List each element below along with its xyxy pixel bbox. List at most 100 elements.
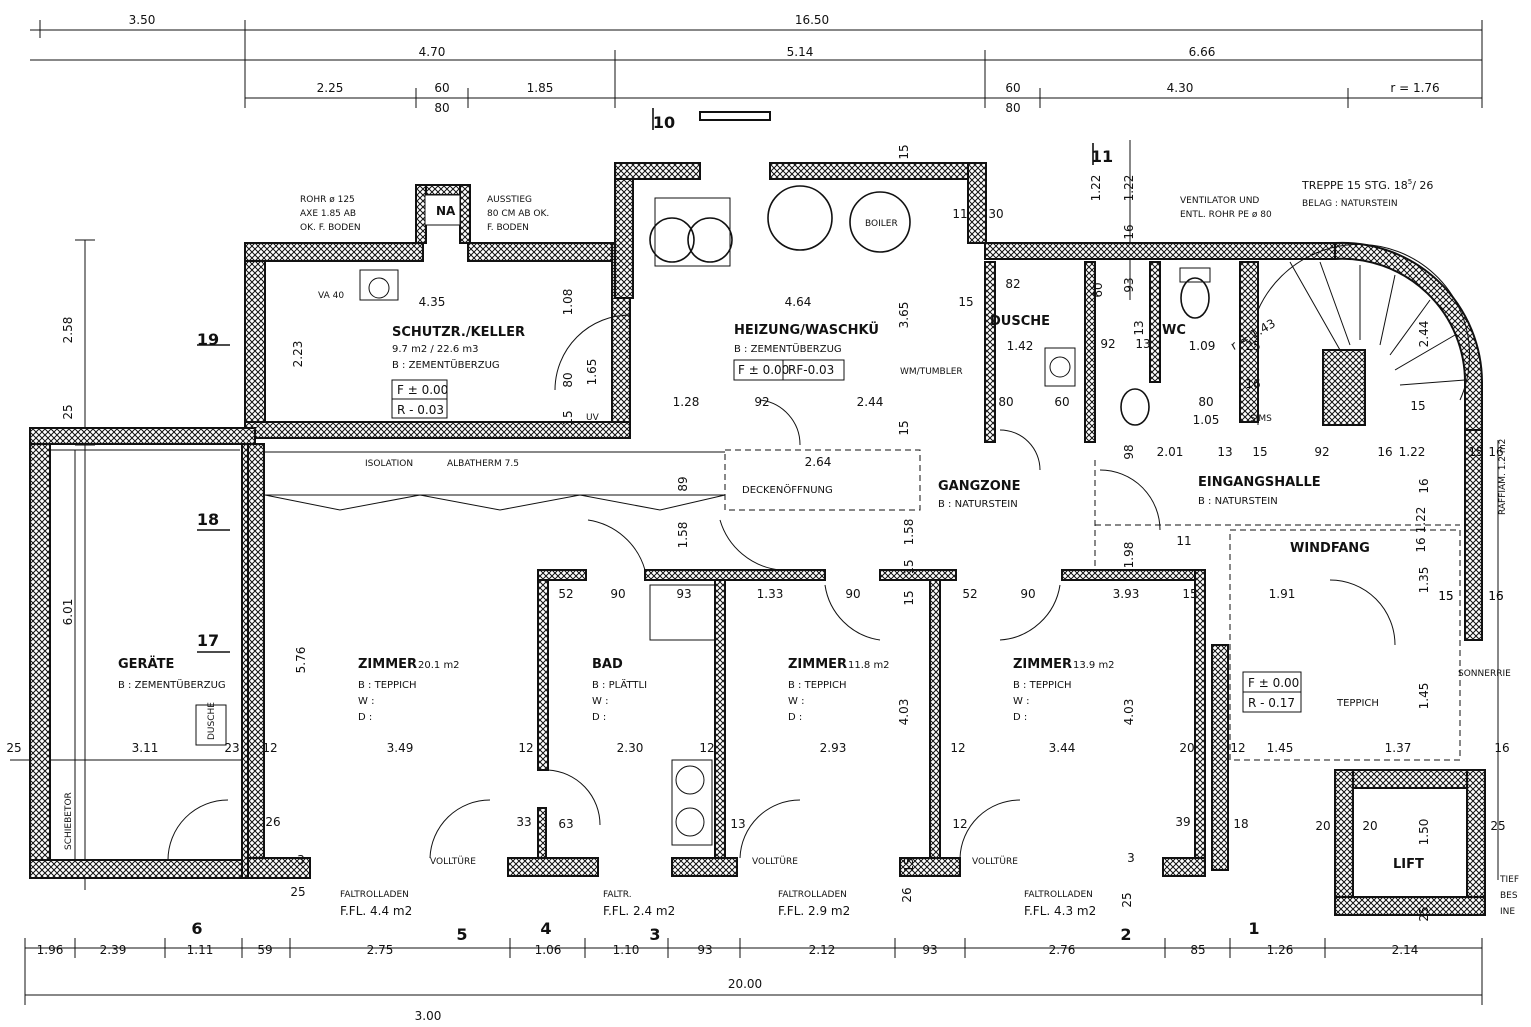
- room-eingangshalle-name: EINGANGSHALLE: [1198, 475, 1321, 490]
- inner-dim-label-60: 90: [1020, 587, 1035, 601]
- room-bad-name: BAD: [592, 657, 623, 672]
- note-ventilator-2: ENTL. ROHR PE ø 80: [1180, 210, 1272, 220]
- inner-dim-label-83: 16: [1494, 741, 1509, 755]
- inner-dim-label-31: 92: [1314, 445, 1329, 459]
- inner-dim-label-70: 23: [224, 741, 239, 755]
- inner-dim-label-74: 2.30: [617, 741, 644, 755]
- axis-18: 18: [197, 510, 219, 529]
- room-windfang-level2: R - 0.17: [1248, 696, 1295, 710]
- axis-3: 3: [649, 925, 660, 944]
- inner-dim-label-80: 12: [1230, 741, 1245, 755]
- note-deckenoeffnung: DECKENÖFFNUNG: [742, 483, 833, 496]
- room-geraete-floor: B : ZEMENTÜBERZUG: [118, 678, 226, 691]
- inner-dim-label-59: 52: [962, 587, 977, 601]
- room-zimmer1-name: ZIMMER: [358, 657, 417, 672]
- inner-dim-label-88: 13: [730, 817, 745, 831]
- room-zimmer1-w: W :: [358, 696, 374, 707]
- left-dimension-lines: [10, 140, 1499, 890]
- inner-dim-label-13: 1.42: [1007, 339, 1034, 353]
- inner-dim-label-45: 1.58: [902, 519, 916, 546]
- top-dimension-lines: [30, 20, 1483, 108]
- inner-dim-label-10: 11: [952, 207, 967, 221]
- inner-dim-label-58: 15: [902, 590, 916, 605]
- note-rohr-3: OK. F. BODEN: [300, 223, 361, 233]
- dim-top-6-66: 6.66: [1189, 45, 1216, 59]
- room-zimmer3-area: 13.9 m2: [1073, 660, 1115, 671]
- note-ffl-3: F.FL. 2.9 m2: [778, 904, 850, 918]
- dim-left-25a: 25: [61, 404, 75, 419]
- inner-dim-label-12: 82: [1005, 277, 1020, 291]
- inner-dim-label-19: 16: [1122, 224, 1136, 239]
- note-ffl-4: F.FL. 4.3 m2: [1024, 904, 1096, 918]
- inner-dim-label-18: 1.22: [1122, 175, 1136, 202]
- room-windfang-level1: F ± 0.00: [1248, 676, 1299, 690]
- inner-dim-label-22: 92: [1100, 337, 1115, 351]
- inner-dim-label-94: 20: [1362, 819, 1377, 833]
- inner-dim-label-71: 12: [262, 741, 277, 755]
- note-tief-3: INE: [1500, 907, 1515, 917]
- inner-dim-label-7: 3.65: [897, 302, 911, 329]
- inner-dim-label-51: 16: [1488, 589, 1503, 603]
- axis-11: 11: [1091, 147, 1113, 166]
- inner-dim-label-38: 1.28: [673, 395, 700, 409]
- inner-dim-label-9: 15: [958, 295, 973, 309]
- note-vollture-3: VOLLTÜRE: [972, 856, 1018, 867]
- room-zimmer2-name: ZIMMER: [788, 657, 847, 672]
- inner-dim-label-35: 1.22: [1414, 507, 1428, 534]
- inner-dim-label-52: 1.45: [1417, 683, 1431, 710]
- dim-top-5-14: 5.14: [787, 45, 814, 59]
- dim-bottom-14: 2.14: [1392, 943, 1419, 957]
- inner-dim-label-82: 1.37: [1385, 741, 1412, 755]
- inner-dim-label-73: 12: [518, 741, 533, 755]
- room-heizung-floor: B : ZEMENTÜBERZUG: [734, 342, 842, 355]
- inner-dim-label-104: 15: [1468, 445, 1483, 459]
- note-ventilator-1: VENTILATOR UND: [1180, 196, 1259, 206]
- dim-bottom-7: 1.10: [613, 943, 640, 957]
- dim-top-1-85: 1.85: [527, 81, 554, 95]
- inner-dim-label-64: 15: [1438, 589, 1453, 603]
- inner-dim-label-87: 63: [558, 817, 573, 831]
- room-gangzone-floor: B : NATURSTEIN: [938, 499, 1018, 510]
- inner-dim-label-43: 89: [676, 476, 690, 491]
- annotation-notes: ROHR ø 125 AXE 1.85 AB OK. F. BODEN NA A…: [300, 178, 1519, 918]
- room-windfang-name: WINDFANG: [1290, 541, 1370, 556]
- note-vollture-2: VOLLTÜRE: [752, 856, 798, 867]
- inner-dim-label-86: 33: [516, 815, 531, 829]
- fixtures: [50, 108, 1471, 861]
- inner-dim-label-61: 3.93: [1113, 587, 1140, 601]
- room-schutzraum-level2: R - 0.03: [397, 403, 444, 417]
- note-sonnerrie: SONNERRIE: [1458, 669, 1511, 679]
- dim-bottom-11: 2.76: [1049, 943, 1076, 957]
- inner-dim-label-62: 15: [1182, 587, 1197, 601]
- inner-dim-label-63: 1.91: [1269, 587, 1296, 601]
- inner-dim-label-32: 16: [1377, 445, 1392, 459]
- inner-dim-label-101: 25: [1120, 892, 1134, 907]
- inner-dim-label-75: 12: [699, 741, 714, 755]
- inner-dim-label-49: 1.35: [1417, 567, 1431, 594]
- inner-dim-label-85: 3: [297, 853, 305, 867]
- room-schutzraum-floor: B : ZEMENTÜBERZUG: [392, 358, 500, 371]
- inner-dim-label-53: 52: [558, 587, 573, 601]
- inner-dim-label-1: 1.08: [561, 289, 575, 316]
- inner-dim-label-36: 16: [1414, 537, 1428, 552]
- room-schutzraum-area: 9.7 m2 / 22.6 m3: [392, 344, 478, 355]
- dim-bottom-6: 1.06: [535, 943, 562, 957]
- note-faltrolladen-3: FALTROLLADEN: [778, 890, 847, 900]
- inner-dim-label-26: 1.05: [1193, 413, 1220, 427]
- inner-dim-label-42: 2.64: [805, 455, 832, 469]
- note-sims: SIMS: [1250, 414, 1272, 424]
- inner-dim-label-28: 2.01: [1157, 445, 1184, 459]
- inner-dim-label-54: 90: [610, 587, 625, 601]
- room-zimmer3-d: D :: [1013, 712, 1027, 723]
- inner-dim-label-34: 16: [1417, 478, 1431, 493]
- inner-dim-label-50: 15: [1438, 589, 1453, 603]
- dim-bottom-12: 85: [1190, 943, 1205, 957]
- inner-dim-label-106: 25: [1245, 339, 1260, 353]
- note-ffl-2: F.FL. 2.4 m2: [603, 904, 675, 918]
- dim-top-3-50: 3.50: [129, 13, 156, 27]
- inner-dim-label-65: 16: [1488, 589, 1503, 603]
- dim-top-2-25: 2.25: [317, 81, 344, 95]
- dim-bottom-extra: 3.00: [415, 1009, 442, 1023]
- dim-left-6-01: 6.01: [61, 599, 75, 626]
